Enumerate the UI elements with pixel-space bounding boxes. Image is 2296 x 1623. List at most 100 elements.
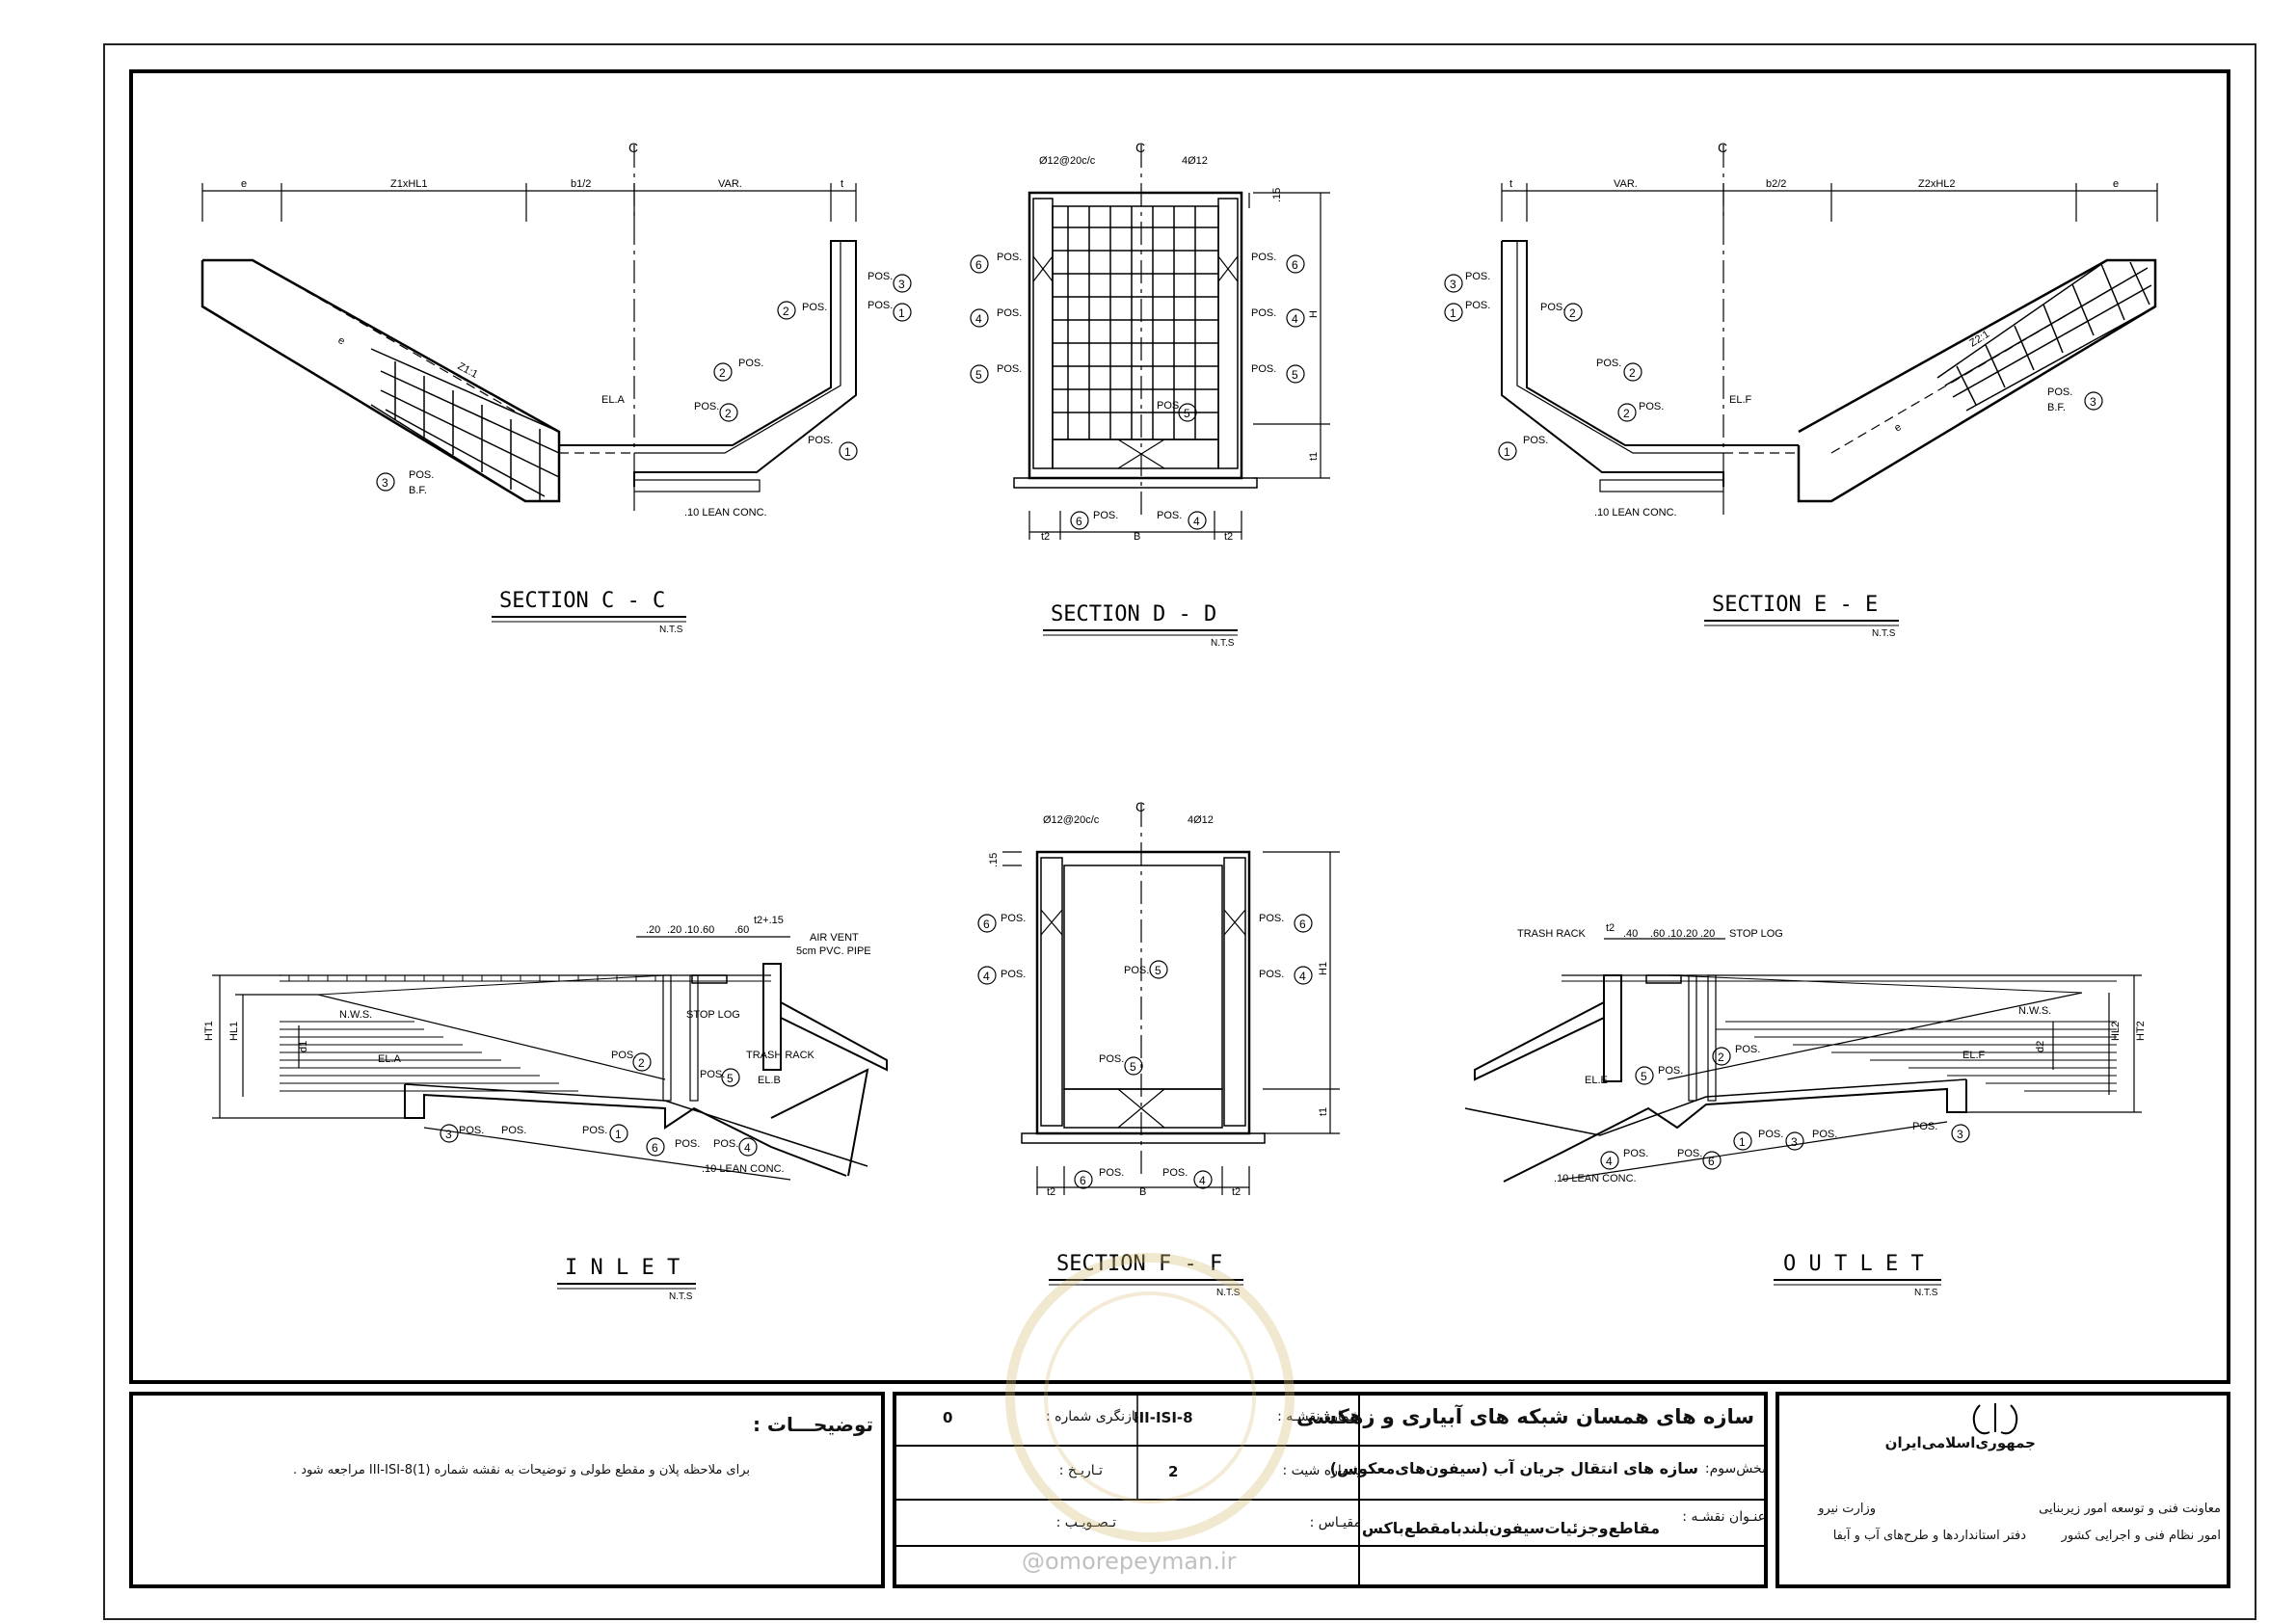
svg-text:3: 3 bbox=[2090, 395, 2096, 409]
svg-text:POS.: POS. bbox=[1465, 271, 1490, 282]
svg-text:POS.: POS. bbox=[1162, 1167, 1188, 1179]
svg-text:Z1xHL1: Z1xHL1 bbox=[390, 178, 428, 190]
svg-text:POS.: POS. bbox=[1259, 969, 1284, 980]
svg-text:5: 5 bbox=[727, 1072, 734, 1085]
svg-text:.10 LEAN CONC.: .10 LEAN CONC. bbox=[1594, 507, 1677, 519]
svg-text:POS.: POS. bbox=[582, 1125, 607, 1136]
section-value: سازه های انتقال جریان آب (سیفون‌های‌معکو… bbox=[1329, 1459, 1698, 1477]
svg-text:1: 1 bbox=[1450, 306, 1456, 320]
svg-text:1: 1 bbox=[1504, 445, 1510, 459]
svg-text:5: 5 bbox=[975, 368, 982, 382]
inlet-pos-markers: 3 1 2 5 6 4 bbox=[440, 1052, 758, 1157]
svg-text:HT1: HT1 bbox=[203, 1021, 215, 1041]
svg-text:t2+.15: t2+.15 bbox=[754, 915, 784, 926]
svg-text:2: 2 bbox=[638, 1056, 645, 1070]
svg-text:POS.: POS. bbox=[501, 1125, 526, 1136]
svg-text:POS.: POS. bbox=[1596, 358, 1621, 369]
svg-text:.20: .20 bbox=[667, 924, 681, 936]
svg-text:2: 2 bbox=[1718, 1051, 1724, 1064]
svg-text:2: 2 bbox=[725, 407, 732, 420]
svg-text:POS.: POS. bbox=[1099, 1167, 1124, 1179]
svg-text:POS.: POS. bbox=[675, 1138, 700, 1150]
svg-text:N.W.S.: N.W.S. bbox=[339, 1009, 372, 1021]
svg-text:POS.: POS. bbox=[1157, 400, 1182, 412]
revision-label: بازنگری شماره : bbox=[1045, 1409, 1139, 1424]
svg-text:EL.B: EL.B bbox=[758, 1075, 781, 1086]
section-cc-nts: N.T.S bbox=[659, 625, 683, 635]
section-ff-nts: N.T.S bbox=[1216, 1288, 1241, 1298]
svg-text:H: H bbox=[1308, 310, 1320, 318]
date-label: تـاریـخ : bbox=[1058, 1463, 1103, 1478]
svg-text:H1: H1 bbox=[1318, 962, 1329, 975]
svg-text:b2/2: b2/2 bbox=[1766, 178, 1786, 190]
svg-text:POS.: POS. bbox=[459, 1125, 484, 1136]
svg-text:HL1: HL1 bbox=[228, 1022, 240, 1041]
svg-text:.20: .20 bbox=[1700, 928, 1715, 940]
svg-text:POS.: POS. bbox=[997, 363, 1022, 375]
svg-text:Z2xHL2: Z2xHL2 bbox=[1918, 178, 1956, 190]
section-dd-labels: C Ø12@20c/c 4Ø12 .15 H t1 t2 B t2 POS. P… bbox=[997, 140, 1320, 543]
svg-text:POS.: POS. bbox=[1251, 363, 1276, 375]
inlet-dimension-lines bbox=[212, 936, 790, 1119]
iran-emblem-icon bbox=[1972, 1403, 2018, 1435]
section-dd-title: SECTION D - D bbox=[1051, 602, 1216, 626]
svg-text:t2: t2 bbox=[1047, 1186, 1055, 1198]
scale-label: مقیـاس : bbox=[1309, 1515, 1361, 1530]
svg-text:6: 6 bbox=[1080, 1174, 1086, 1187]
section-ee-labels: C t VAR. b2/2 Z2xHL2 e Z2:1 e EL.F .10 L… bbox=[1465, 140, 2119, 519]
svg-text:POS.: POS. bbox=[1658, 1065, 1683, 1077]
svg-text:6: 6 bbox=[1076, 515, 1082, 528]
svg-text:POS.: POS. bbox=[808, 435, 833, 446]
svg-text:.10: .10 bbox=[684, 924, 699, 936]
svg-text:POS.: POS. bbox=[1758, 1129, 1783, 1140]
outer-frame bbox=[103, 43, 2256, 1620]
svg-text:HT2: HT2 bbox=[2135, 1021, 2147, 1041]
office2-name: دفتر استانداردها و طرح‌های آب و آبفا bbox=[1832, 1529, 2026, 1543]
svg-text:2: 2 bbox=[1623, 407, 1630, 420]
revision-value: 0 bbox=[943, 1409, 953, 1426]
watermark-url: @omorepeyman.ir bbox=[1022, 1548, 1237, 1575]
svg-text:EL.F: EL.F bbox=[1729, 394, 1752, 406]
svg-text:B: B bbox=[1134, 531, 1140, 543]
svg-text:b1/2: b1/2 bbox=[571, 178, 591, 190]
section-ee-title: SECTION E - E bbox=[1712, 593, 1878, 617]
svg-text:5cm PVC. PIPE: 5cm PVC. PIPE bbox=[796, 945, 871, 957]
section-cc-labels: C e Z1xHL1 b1/2 VAR. t Z1:1 e EL.A .10 L… bbox=[241, 140, 893, 519]
svg-text:POS.: POS. bbox=[1465, 300, 1490, 311]
svg-text:4: 4 bbox=[983, 970, 990, 983]
svg-text:4: 4 bbox=[1606, 1155, 1613, 1168]
svg-text:EL.A: EL.A bbox=[378, 1053, 402, 1065]
section-cc-pos-markers: 3 2 2 2 3 1 1 bbox=[376, 274, 912, 492]
svg-text:TRASH RACK: TRASH RACK bbox=[746, 1050, 815, 1061]
svg-text:STOP LOG: STOP LOG bbox=[686, 1009, 740, 1021]
notes-text: برای ملاحظه پلان و مقطع طولی و توضیحات ب… bbox=[292, 1463, 750, 1477]
svg-text:POS.: POS. bbox=[1259, 913, 1284, 924]
svg-text:6: 6 bbox=[975, 258, 982, 272]
svg-text:Z2:1: Z2:1 bbox=[1967, 329, 1991, 350]
svg-text:2: 2 bbox=[1569, 306, 1576, 320]
svg-text:.10: .10 bbox=[1668, 928, 1682, 940]
svg-text:4: 4 bbox=[975, 312, 982, 326]
svg-text:t2: t2 bbox=[1606, 922, 1615, 934]
svg-text:POS.: POS. bbox=[997, 307, 1022, 319]
outlet-title: O U T L E T bbox=[1783, 1252, 1924, 1276]
section-dd-nts: N.T.S bbox=[1211, 638, 1235, 649]
section-cc-drawing bbox=[200, 145, 857, 511]
svg-text:e: e bbox=[336, 334, 347, 347]
svg-text:t1: t1 bbox=[1308, 452, 1320, 461]
inlet-labels: .20 .20 .10 .60 .60 t2+.15 AIR VENT 5cm … bbox=[203, 915, 871, 1175]
deputy-name: معاونت فنی و توسعه امور زیربنایی bbox=[2039, 1502, 2221, 1516]
svg-text:4: 4 bbox=[1193, 515, 1200, 528]
svg-text:AIR VENT: AIR VENT bbox=[810, 932, 859, 944]
svg-text:POS.: POS. bbox=[1251, 307, 1276, 319]
section-ff-pos-markers: 6 4 6 4 5 5 6 4 bbox=[977, 914, 1313, 1189]
sheet-no-label: شماره شیت : bbox=[1282, 1463, 1361, 1478]
svg-text:1: 1 bbox=[844, 445, 851, 459]
svg-text:POS.: POS. bbox=[1001, 913, 1026, 924]
svg-text:POS.: POS. bbox=[1540, 302, 1565, 313]
svg-text:e: e bbox=[1892, 421, 1904, 434]
section-ee-drawing bbox=[1501, 145, 2158, 520]
svg-text:POS.: POS. bbox=[1099, 1053, 1124, 1065]
svg-text:5: 5 bbox=[1184, 407, 1190, 420]
